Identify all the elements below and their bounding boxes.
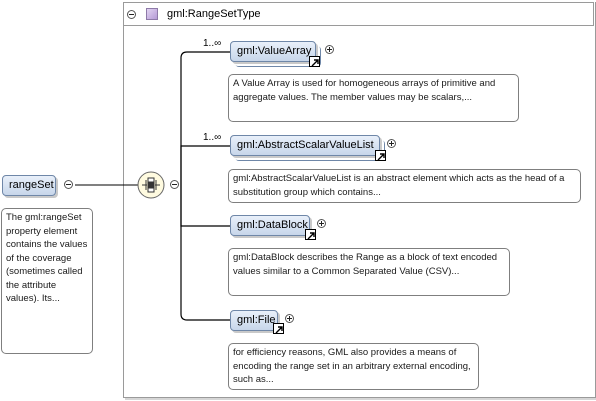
reference-arrow-icon[interactable] xyxy=(375,150,386,161)
complex-type-icon xyxy=(146,8,158,20)
element-abstractscalarvaluelist[interactable]: gml:AbstractScalarValueList xyxy=(230,135,380,156)
root-element-doc: The gml:rangeSet property element contai… xyxy=(1,208,93,354)
reference-arrow-icon[interactable] xyxy=(305,229,316,240)
root-collapse-icon[interactable] xyxy=(64,180,73,189)
doc-datablock: gml:DataBlock describes the Range as a b… xyxy=(228,248,510,296)
expand-file-icon[interactable] xyxy=(285,314,294,323)
doc-abstractscalarvaluelist: gml:AbstractScalarValueList is an abstra… xyxy=(228,169,581,203)
root-element-label: rangeSet xyxy=(9,179,54,191)
branch-file xyxy=(180,185,230,321)
compositor-collapse-icon[interactable] xyxy=(170,180,179,189)
expand-scalarvaluelist-icon[interactable] xyxy=(387,139,396,148)
branch-scalarvaluelist xyxy=(180,145,230,185)
doc-file: for efficiency reasons, GML also provide… xyxy=(228,343,479,390)
element-datablock[interactable]: gml:DataBlock xyxy=(230,215,310,236)
type-collapse-icon[interactable] xyxy=(127,10,136,19)
branch-valuearray xyxy=(180,51,230,185)
type-header xyxy=(123,2,594,26)
root-element-box[interactable]: rangeSet xyxy=(2,175,56,196)
occurrence-valuearray: 1..∞ xyxy=(203,38,222,49)
doc-valuearray: A Value Array is used for homogeneous ar… xyxy=(228,74,519,122)
choice-compositor[interactable] xyxy=(137,171,165,199)
element-valuearray[interactable]: gml:ValueArray xyxy=(230,41,316,62)
reference-arrow-icon[interactable] xyxy=(309,56,320,67)
expand-valuearray-icon[interactable] xyxy=(325,45,334,54)
element-file[interactable]: gml:File xyxy=(230,310,278,331)
type-name: gml:RangeSetType xyxy=(167,8,261,20)
occurrence-scalarvaluelist: 1..∞ xyxy=(203,132,222,143)
branch-datablock xyxy=(180,185,230,227)
reference-arrow-icon[interactable] xyxy=(273,323,284,334)
expand-datablock-icon[interactable] xyxy=(317,219,326,228)
